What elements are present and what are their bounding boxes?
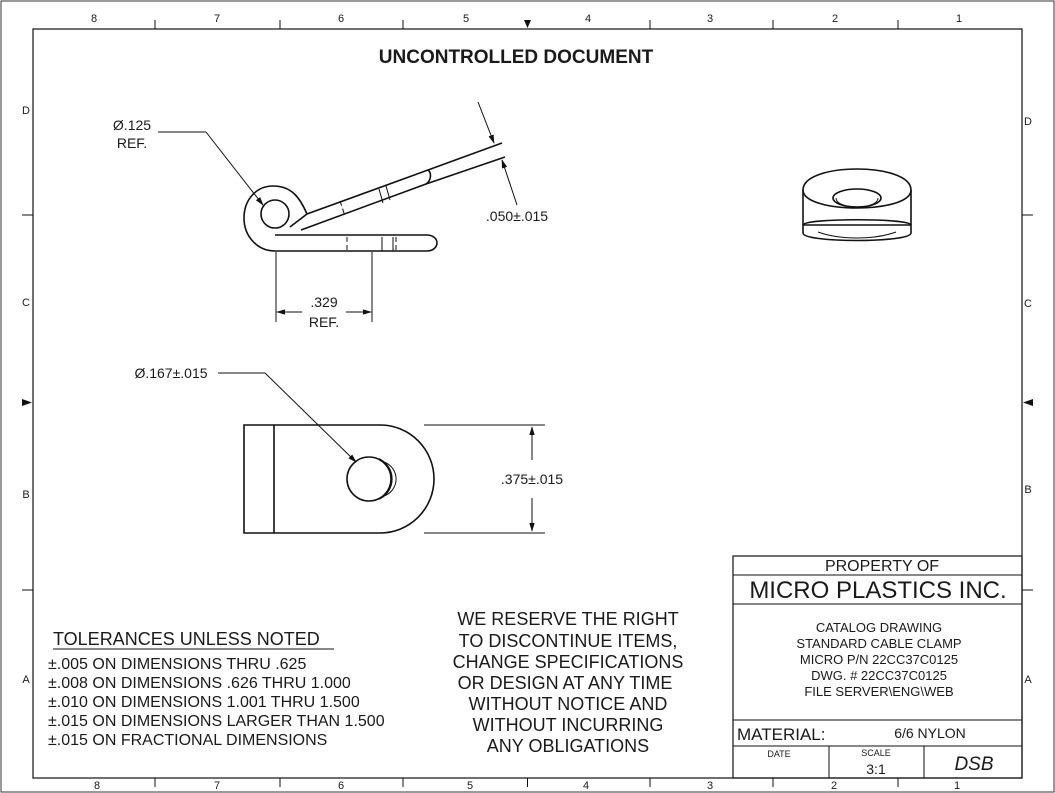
zone-bottom-3: 3 [707,780,713,792]
tolerance-heading: TOLERANCES UNLESS NOTED [53,629,320,649]
zone-bottom-6: 6 [338,780,344,792]
zone-left-b: B [22,489,29,501]
tolerance-notes: TOLERANCES UNLESS NOTED ±.005 ON DIMENSI… [48,629,385,749]
hole-diameter-ref-label: Ø.125 [113,117,151,133]
tolerance-line: ±.015 ON DIMENSIONS LARGER THAN 1.500 [48,713,385,730]
zone-right-a: A [1024,674,1032,686]
zone-right-c: C [1024,298,1032,310]
notice-line: WITHOUT INCURRING [473,715,664,735]
zone-bottom-4: 4 [583,780,589,792]
zone-top-8: 8 [91,13,97,25]
notice-line: CHANGE SPECIFICATIONS [453,652,684,672]
description-line: DWG. # 22CC37C0125 [811,668,947,683]
tolerance-line: ±.010 ON DIMENSIONS 1.001 THRU 1.500 [48,694,360,711]
description-line: FILE SERVER\ENG\WEB [804,684,953,699]
notice-line: OR DESIGN AT ANY TIME [458,673,673,693]
height-dimension: .375±.015 [501,471,563,487]
center-mark-right [1023,399,1033,406]
description-line: CATALOG DRAWING [816,620,942,635]
zone-right-b: B [1024,484,1031,496]
property-of-label: PROPERTY OF [825,558,939,575]
zone-top-4: 4 [585,13,591,25]
notice-line: ANY OBLIGATIONS [487,736,649,756]
zone-left-c: C [22,297,30,309]
material-label: MATERIAL: [737,725,825,744]
scale-label: SCALE [861,748,891,758]
side-view: Ø.125 REF. .050±.015 .329 REF. [113,101,548,330]
tolerance-line: ±.005 ON DIMENSIONS THRU .625 [48,656,306,673]
zone-bottom-1: 1 [954,780,960,792]
width-ref-dimension: .329 [310,294,337,310]
notice-line: WE RESERVE THE RIGHT [457,609,678,629]
tolerance-line: ±.008 ON DIMENSIONS .626 THRU 1.000 [48,675,351,692]
front-hole-diameter-label: Ø.167±.015 [134,365,207,381]
hole-diameter-ref-note: REF. [117,135,147,151]
drawn-by-initials: DSB [954,754,993,775]
company-name: MICRO PLASTICS INC. [749,577,1006,604]
material-value: 6/6 NYLON [894,725,966,741]
document-status-title: UNCONTROLLED DOCUMENT [379,47,654,68]
zone-bottom-5: 5 [467,780,473,792]
zone-bottom-2: 2 [831,780,837,792]
description-line: MICRO P/N 22CC37C0125 [800,652,958,667]
notice-line: TO DISCONTINUE ITEMS, [459,631,678,651]
thickness-dimension: .050±.015 [486,208,548,224]
zone-bottom-8: 8 [94,780,100,792]
center-mark-top [524,20,531,28]
zone-top-1: 1 [956,13,962,25]
isometric-view [802,168,912,242]
width-ref-note: REF. [309,314,339,330]
zone-ticks [22,20,1033,787]
zone-top-5: 5 [463,13,469,25]
tolerance-line: ±.015 ON FRACTIONAL DIMENSIONS [48,732,327,749]
date-label: DATE [767,749,790,759]
center-mark-left [22,399,32,406]
zone-bottom-7: 7 [214,780,220,792]
scale-value: 3:1 [866,761,886,777]
zone-top-3: 3 [707,13,713,25]
title-block: PROPERTY OF MICRO PLASTICS INC. CATALOG … [732,555,1023,779]
zone-left-d: D [22,105,30,117]
rights-notice: WE RESERVE THE RIGHT TO DISCONTINUE ITEM… [453,609,684,756]
front-view: Ø.167±.015 .375±.015 [134,365,563,534]
zone-top-6: 6 [338,13,344,25]
zone-top-7: 7 [214,13,220,25]
notice-line: WITHOUT NOTICE AND [469,694,668,714]
zone-top-2: 2 [832,13,838,25]
zone-right-d: D [1024,116,1032,128]
description-line: STANDARD CABLE CLAMP [796,636,961,651]
zone-left-a: A [22,674,30,686]
